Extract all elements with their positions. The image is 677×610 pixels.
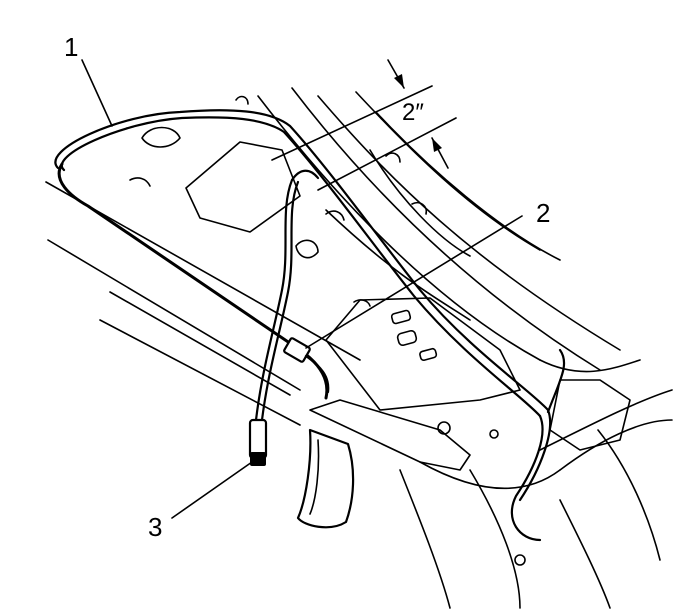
leader-lines bbox=[81, 59, 523, 519]
callout-3-label: 3 bbox=[148, 512, 162, 542]
callout-2-label: 2 bbox=[536, 198, 550, 228]
connector bbox=[283, 337, 330, 394]
dimension-marker bbox=[271, 59, 457, 191]
dimension-label: 2″ bbox=[402, 99, 424, 126]
body-panel-lines bbox=[45, 87, 673, 609]
wire-harness bbox=[54, 109, 566, 542]
terminal bbox=[248, 418, 268, 466]
bracket bbox=[296, 428, 355, 529]
callout-1-label: 1 bbox=[64, 32, 78, 62]
